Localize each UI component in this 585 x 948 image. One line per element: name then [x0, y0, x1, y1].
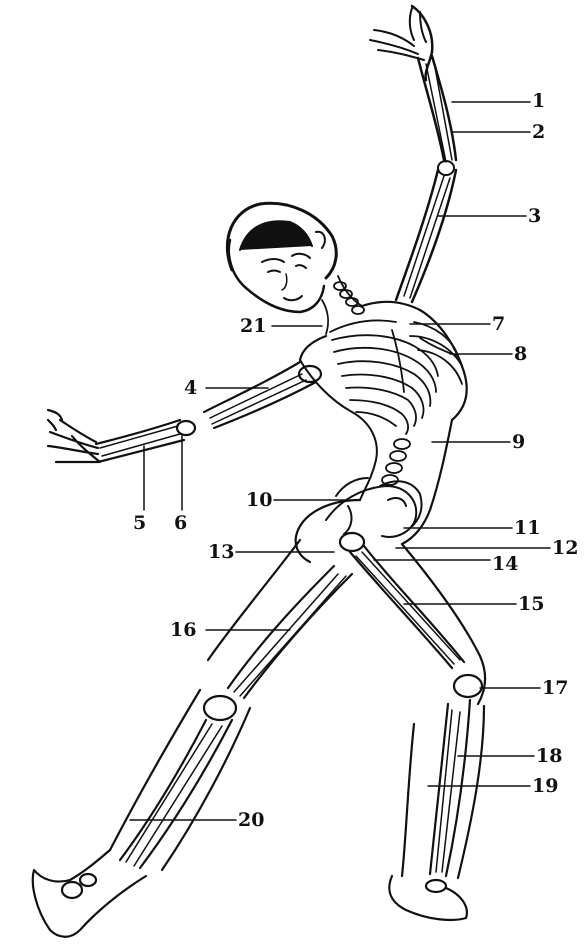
head: [227, 203, 336, 312]
label-7: 7: [492, 315, 505, 334]
front-leg: [340, 533, 485, 920]
label-21: 21: [240, 317, 266, 336]
label-13: 13: [208, 543, 234, 562]
label-14: 14: [492, 555, 518, 574]
neck-spine: [322, 276, 364, 334]
label-3: 3: [528, 207, 541, 226]
label-5: 5: [133, 514, 146, 533]
label-17: 17: [542, 679, 568, 698]
label-2: 2: [532, 123, 545, 142]
label-4: 4: [184, 379, 197, 398]
label-20: 20: [238, 811, 264, 830]
label-6: 6: [174, 514, 187, 533]
label-10: 10: [246, 491, 272, 510]
label-11: 11: [514, 519, 540, 538]
label-15: 15: [518, 595, 544, 614]
label-19: 19: [532, 777, 558, 796]
label-18: 18: [536, 747, 562, 766]
label-8: 8: [514, 345, 527, 364]
label-16: 16: [170, 621, 196, 640]
leader-lines: [130, 102, 550, 820]
label-9: 9: [512, 433, 525, 452]
label-12: 12: [552, 539, 578, 558]
raised-arm: [370, 6, 456, 302]
label-1: 1: [532, 92, 545, 111]
back-leg: [33, 540, 352, 937]
ribcage: [300, 302, 467, 544]
